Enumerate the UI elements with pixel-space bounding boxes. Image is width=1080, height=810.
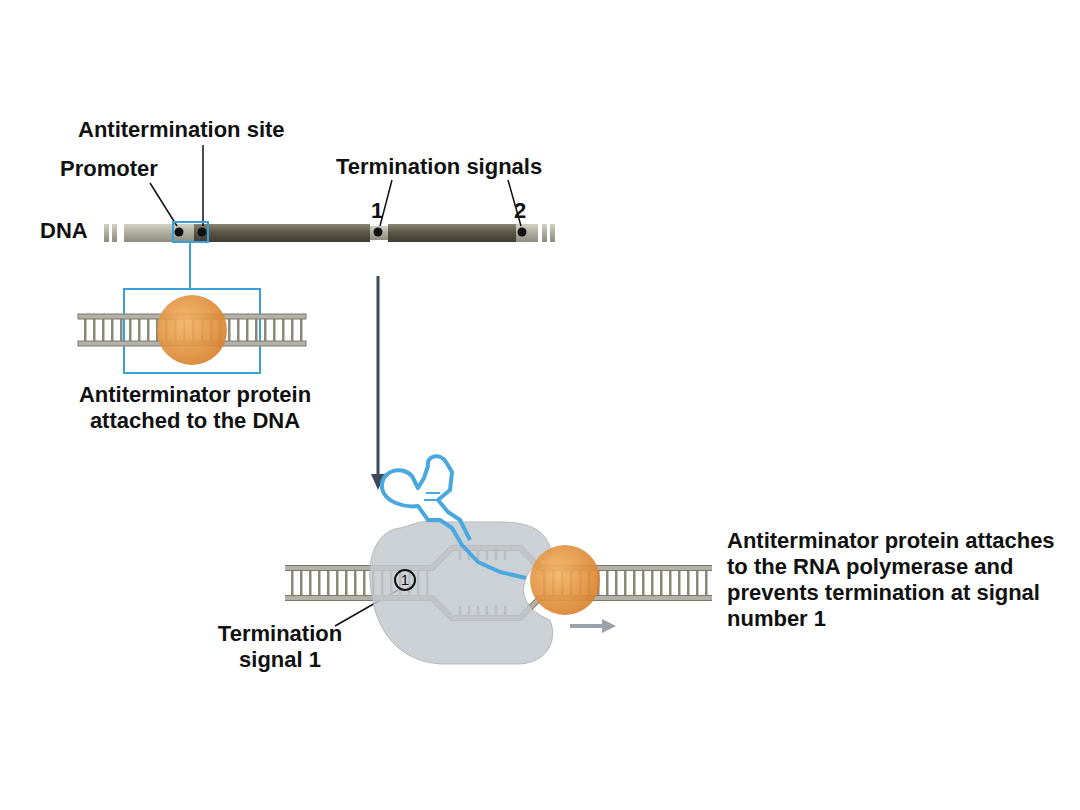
rna-transcript	[382, 456, 526, 578]
zoom-box	[124, 222, 260, 373]
label-text: Termination signal 1	[195, 621, 365, 673]
dna-ladder	[78, 295, 306, 365]
callout-number: 1	[401, 572, 409, 588]
label-text: 2	[514, 198, 532, 224]
label-text: Promoter	[60, 156, 200, 182]
label-text: Termination signals	[336, 154, 596, 180]
antiterminator-protein	[530, 545, 600, 615]
direction-arrow	[570, 619, 616, 633]
label-text: 1	[371, 198, 387, 224]
label-text: Antitermination site	[78, 117, 348, 143]
process-arrow	[371, 276, 385, 490]
label-text: Antiterminator protein attached to the D…	[45, 382, 345, 434]
callout-circle: 1	[394, 569, 416, 591]
dna-bar	[104, 224, 555, 242]
label-text: DNA	[40, 218, 102, 244]
label-text: Antiterminator protein attaches to the R…	[727, 528, 1057, 632]
base-pairs	[424, 493, 440, 500]
